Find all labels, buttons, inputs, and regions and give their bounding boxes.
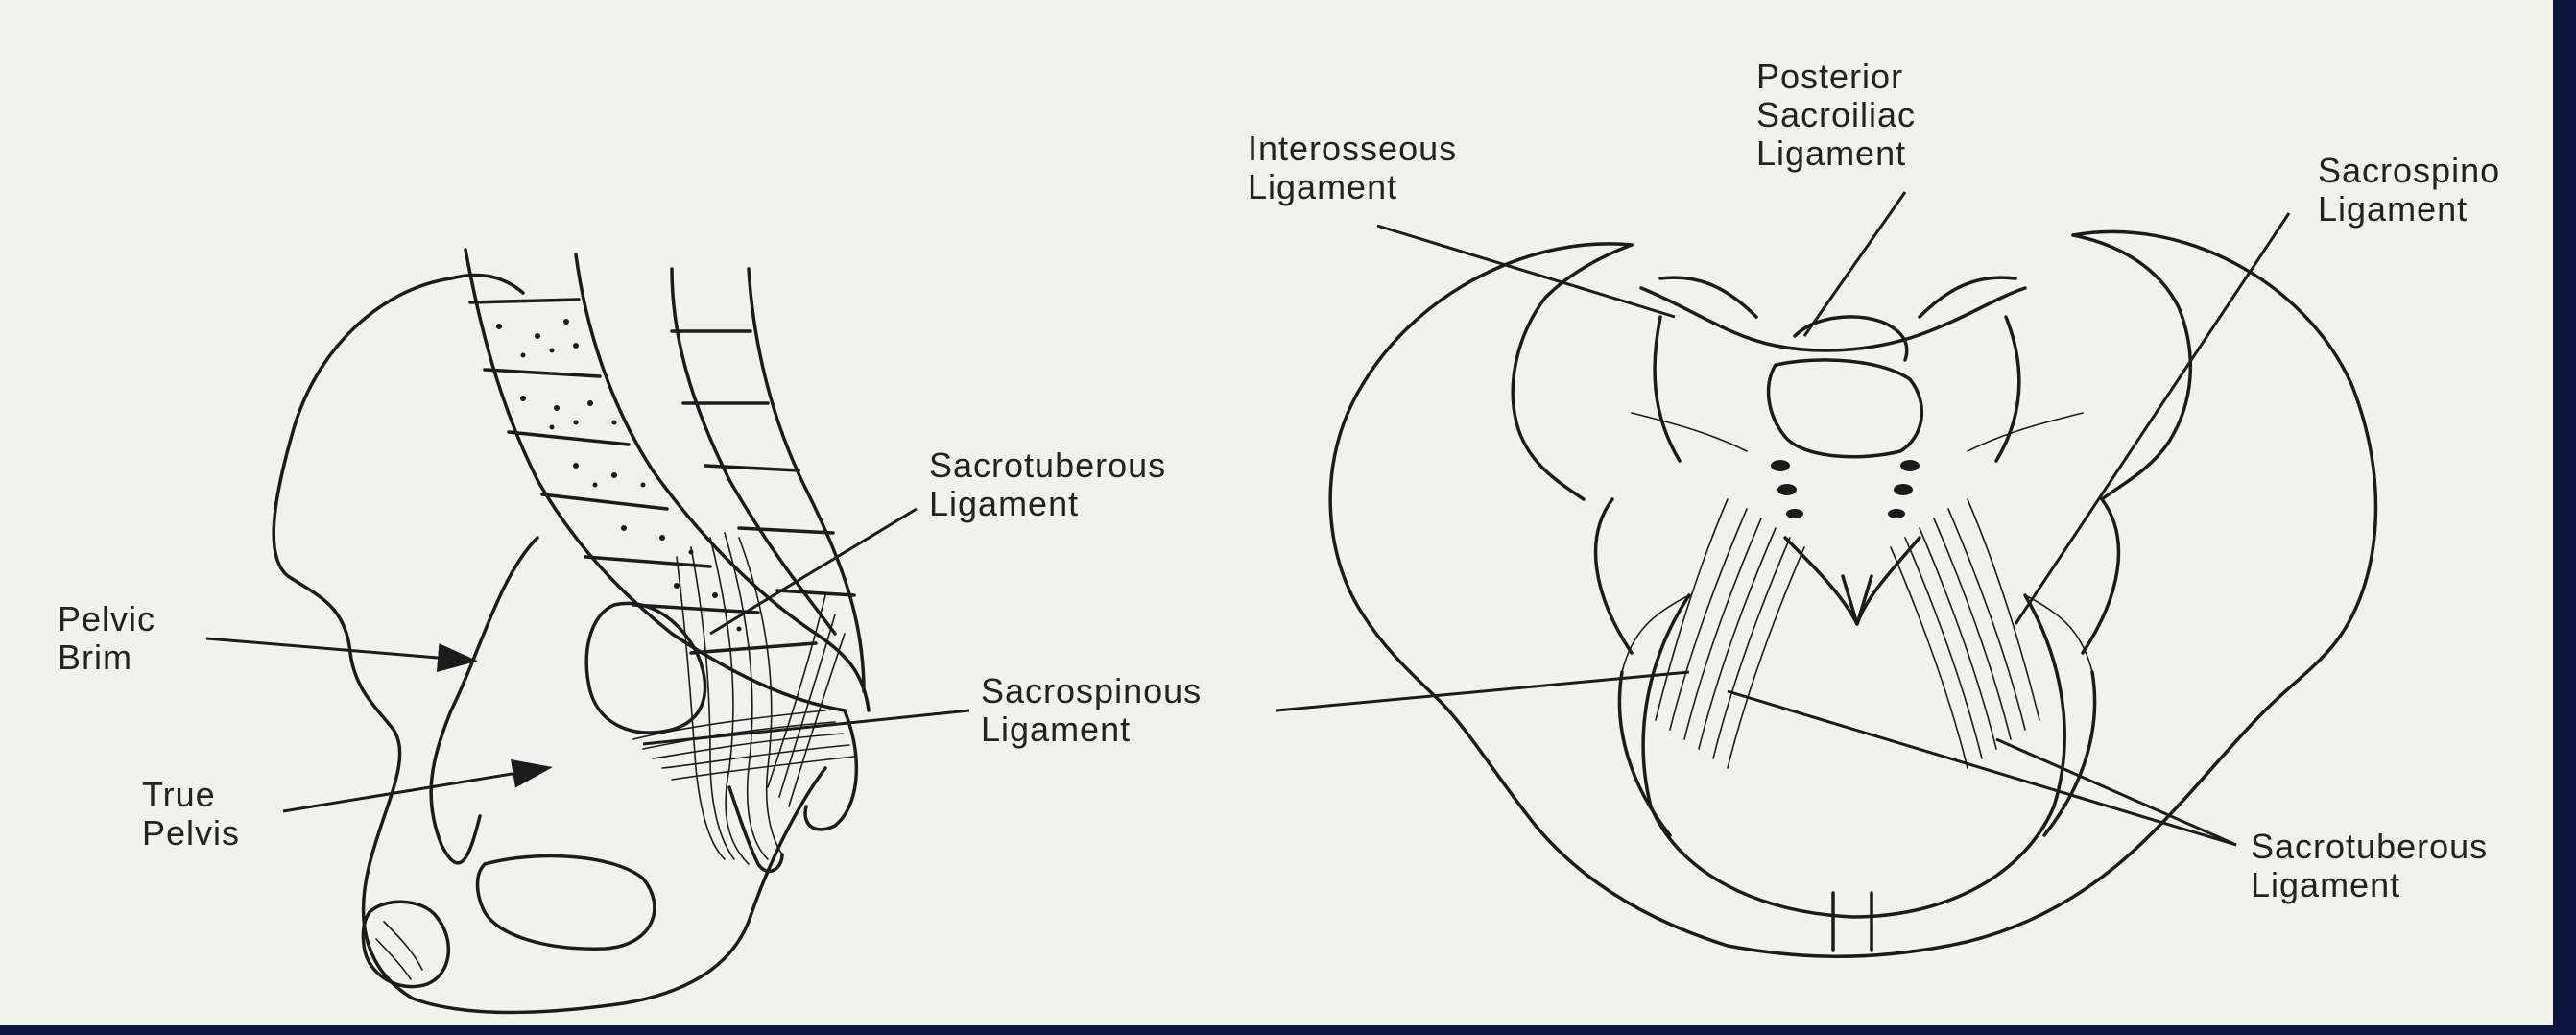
pelvis-inner-crest-right [2071, 233, 2193, 501]
sacrospinous-leader-left [642, 709, 970, 746]
iliac-crest [449, 273, 525, 295]
label-sacrospinous-left: Sacrospinous Ligament [981, 671, 1203, 749]
pelvic-brim-line [429, 536, 539, 865]
sacrospinous-leader-shared [1276, 670, 1690, 712]
hip-bone-outline [272, 277, 827, 1015]
pubic-symphysis [1831, 891, 1873, 952]
true-pelvis-leader [282, 759, 553, 813]
sacrotuberous-leader-right-a [1727, 689, 2237, 847]
pelvic-brim-leader [205, 637, 478, 672]
sacrospinous-leader-right [2014, 212, 2291, 625]
pelvis-inner-crest-left [1511, 243, 1634, 501]
obturator-foramen [475, 854, 656, 951]
sacrum-posterior-body [1639, 286, 2027, 352]
label-sacrospinous-right: Sacrospino Ligament [2318, 151, 2501, 229]
left-ligament-fibres [632, 532, 859, 874]
label-posterior-sacroiliac: Posterior Sacroiliac Ligament [1756, 57, 1917, 173]
greater-sciatic-foramen [584, 601, 707, 734]
interosseous-leader [1376, 224, 1676, 319]
sacrotuberous-leader-left [709, 507, 918, 636]
label-interosseous: Interosseous Ligament [1248, 129, 1458, 206]
sacrum-stipple [496, 319, 742, 632]
slide-border-right [2553, 0, 2576, 1035]
label-sacrotuberous-right: Sacrotuberous Ligament [2251, 827, 2489, 904]
label-sacrotuberous-left: Sacrotuberous Ligament [929, 445, 1167, 523]
label-true-pelvis: True Pelvis [142, 775, 241, 853]
sacrotuberous-leader-right-b [1995, 737, 2237, 847]
ischial-tuberosity [361, 900, 451, 989]
label-pelvic-brim: Pelvic Brim [58, 599, 156, 677]
pelvis-outer-outline [1328, 229, 2378, 958]
sacral-foramina [1771, 460, 1920, 518]
left-pelvis-sagittal [205, 248, 970, 1015]
right-pelvis-posterior [1276, 191, 2378, 958]
pelvic-outlet [1641, 593, 2066, 919]
sacrum-posterior-edge [574, 253, 871, 712]
sacrum-anterior-edge [464, 248, 847, 712]
slide-border-bottom [0, 1025, 2576, 1035]
sacral-canal [1766, 358, 1924, 459]
right-ligament-fibres [1621, 412, 2093, 769]
posterior-sacroiliac-leader [1802, 191, 1907, 337]
